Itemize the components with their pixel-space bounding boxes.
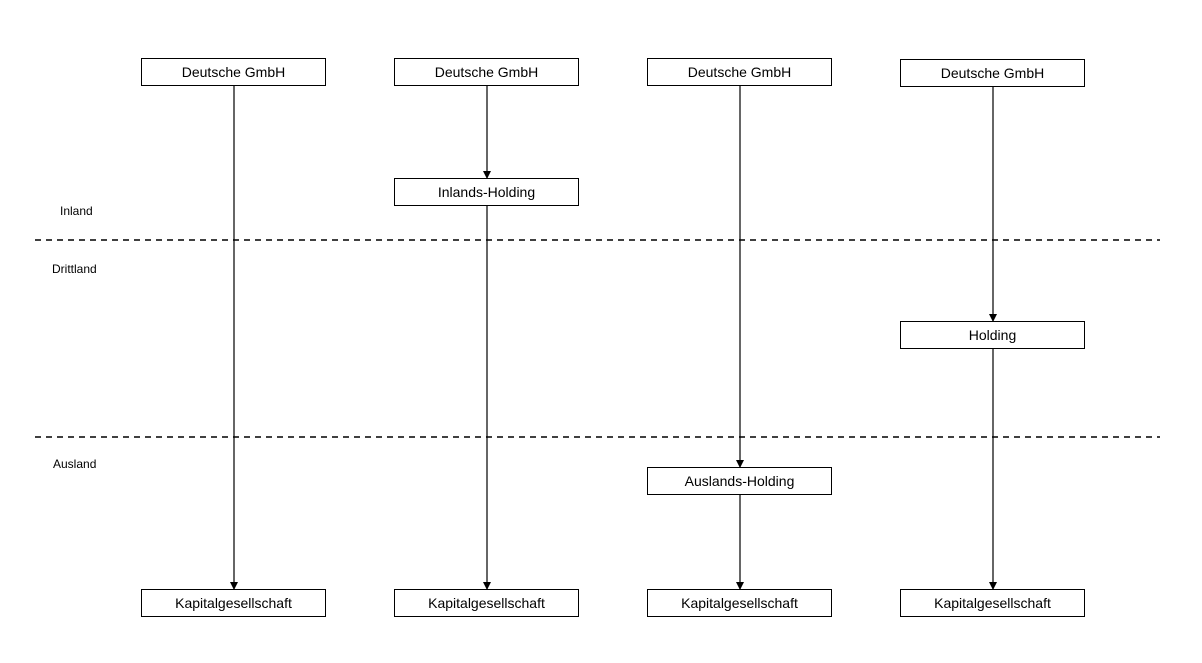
zone-label-inland: Inland xyxy=(60,204,93,218)
col4-deutsche-gmbh-box: Deutsche GmbH xyxy=(900,59,1085,87)
col4-kapitalgesellschaft-box: Kapitalgesellschaft xyxy=(900,589,1085,617)
zone-label-ausland: Ausland xyxy=(53,457,97,471)
col1-kapitalgesellschaft-box: Kapitalgesellschaft xyxy=(141,589,326,617)
col3-auslands-holding-box: Auslands-Holding xyxy=(647,467,832,495)
zone-label-drittland: Drittland xyxy=(52,262,97,276)
col2-inlands-holding-box: Inlands-Holding xyxy=(394,178,579,206)
col1-deutsche-gmbh-box: Deutsche GmbH xyxy=(141,58,326,86)
col2-kapitalgesellschaft-box: Kapitalgesellschaft xyxy=(394,589,579,617)
col2-deutsche-gmbh-box: Deutsche GmbH xyxy=(394,58,579,86)
col3-kapitalgesellschaft-box: Kapitalgesellschaft xyxy=(647,589,832,617)
col3-deutsche-gmbh-box: Deutsche GmbH xyxy=(647,58,832,86)
col4-holding-box: Holding xyxy=(900,321,1085,349)
